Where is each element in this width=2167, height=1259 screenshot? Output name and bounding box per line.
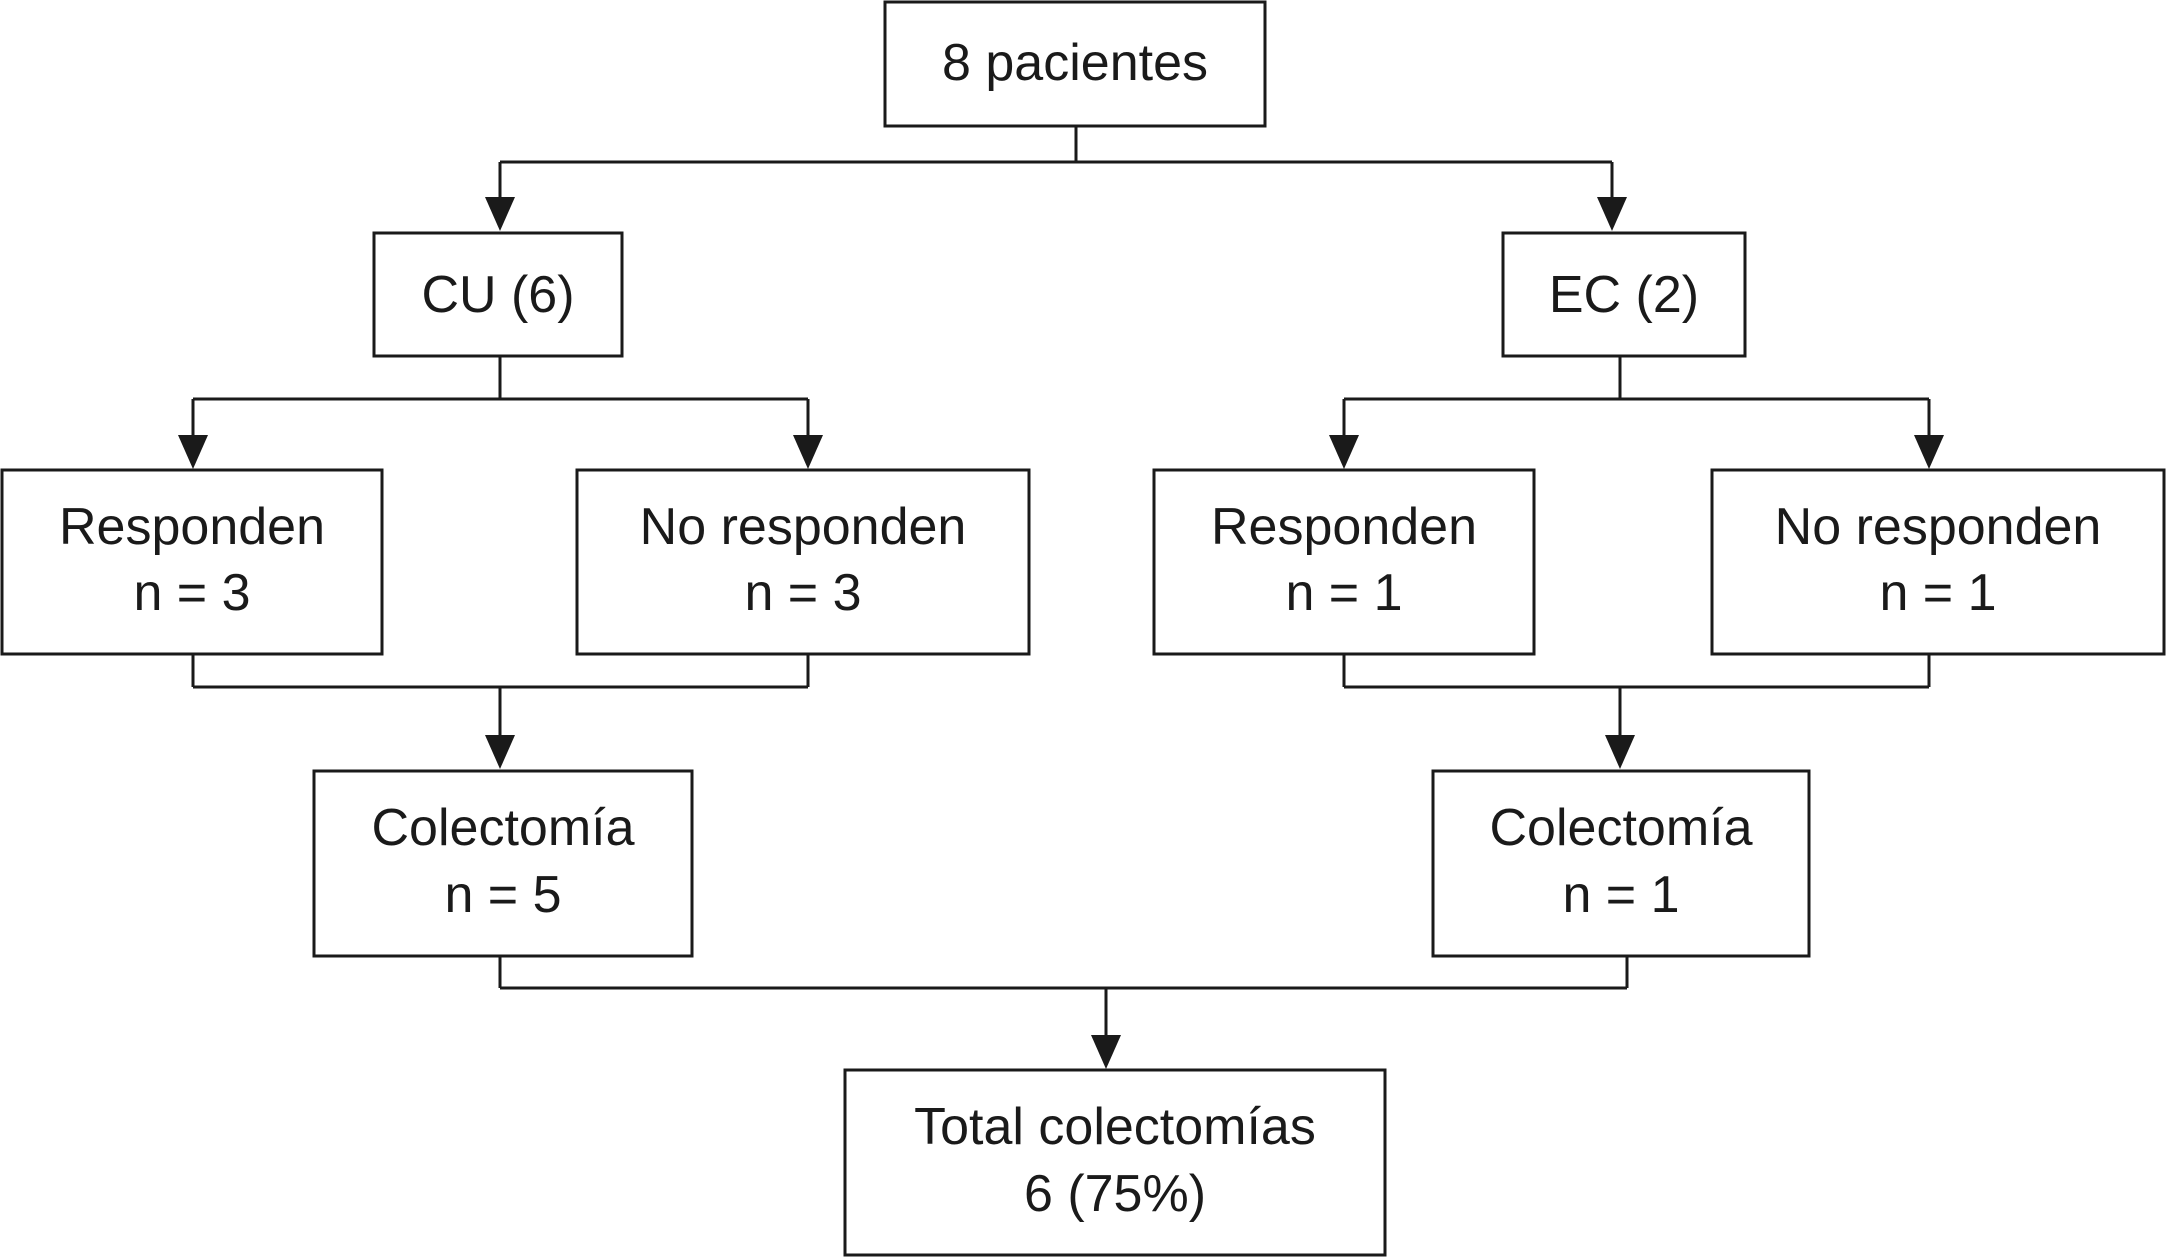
connector-total-merge bbox=[498, 956, 1629, 1038]
node-ec-responden: Responden n = 1 bbox=[1152, 468, 1536, 656]
arrow-to-ec-colectomia bbox=[1605, 735, 1635, 769]
node-ec-responden-line2: n = 1 bbox=[1285, 564, 1402, 622]
node-total-line2: 6 (75%) bbox=[1024, 1165, 1206, 1223]
node-ec-colectomia-line2: n = 1 bbox=[1562, 866, 1679, 924]
node-cu-responden-line2: n = 3 bbox=[133, 564, 250, 622]
arrow-to-ec-responden bbox=[1329, 435, 1359, 469]
node-ec: EC (2) bbox=[1501, 231, 1747, 358]
connector-ec-split bbox=[1342, 356, 1931, 438]
connector-ec-merge bbox=[1342, 654, 1931, 738]
arrow-to-cu-no-responden bbox=[793, 435, 823, 469]
node-cu-colectomia-line2: n = 5 bbox=[444, 866, 561, 924]
node-ec-no-responden-line1: No responden bbox=[1775, 498, 2102, 556]
connector-cu-merge bbox=[191, 654, 810, 738]
arrow-to-ec bbox=[1597, 197, 1627, 231]
node-ec-colectomia: Colectomía n = 1 bbox=[1431, 769, 1811, 958]
node-ec-responden-line1: Responden bbox=[1211, 498, 1477, 556]
connector-cu-split bbox=[191, 356, 810, 438]
node-cu-no-responden-line2: n = 3 bbox=[744, 564, 861, 622]
node-cu-responden-line1: Responden bbox=[59, 498, 325, 556]
node-root-label: 8 pacientes bbox=[942, 34, 1208, 92]
node-ec-no-responden-line2: n = 1 bbox=[1879, 564, 1996, 622]
node-root: 8 pacientes bbox=[883, 0, 1267, 128]
connector-root-split bbox=[498, 126, 1614, 200]
node-cu-colectomia-line1: Colectomía bbox=[372, 799, 635, 857]
node-cu-no-responden: No responden n = 3 bbox=[575, 468, 1031, 656]
node-cu: CU (6) bbox=[372, 231, 624, 358]
arrow-to-total bbox=[1091, 1035, 1121, 1069]
node-total-line1: Total colectomías bbox=[914, 1098, 1316, 1156]
node-total: Total colectomías 6 (75%) bbox=[843, 1068, 1387, 1257]
arrow-to-ec-no-responden bbox=[1914, 435, 1944, 469]
node-cu-colectomia: Colectomía n = 5 bbox=[312, 769, 694, 958]
arrow-to-cu-colectomia bbox=[485, 735, 515, 769]
arrow-to-cu-responden bbox=[178, 435, 208, 469]
node-cu-no-responden-line1: No responden bbox=[640, 498, 967, 556]
node-cu-responden: Responden n = 3 bbox=[0, 468, 384, 656]
node-ec-label: EC (2) bbox=[1549, 266, 1699, 324]
node-ec-colectomia-line1: Colectomía bbox=[1490, 799, 1753, 857]
node-cu-label: CU (6) bbox=[421, 266, 574, 324]
arrow-to-cu bbox=[485, 197, 515, 231]
node-ec-no-responden: No responden n = 1 bbox=[1710, 468, 2166, 656]
